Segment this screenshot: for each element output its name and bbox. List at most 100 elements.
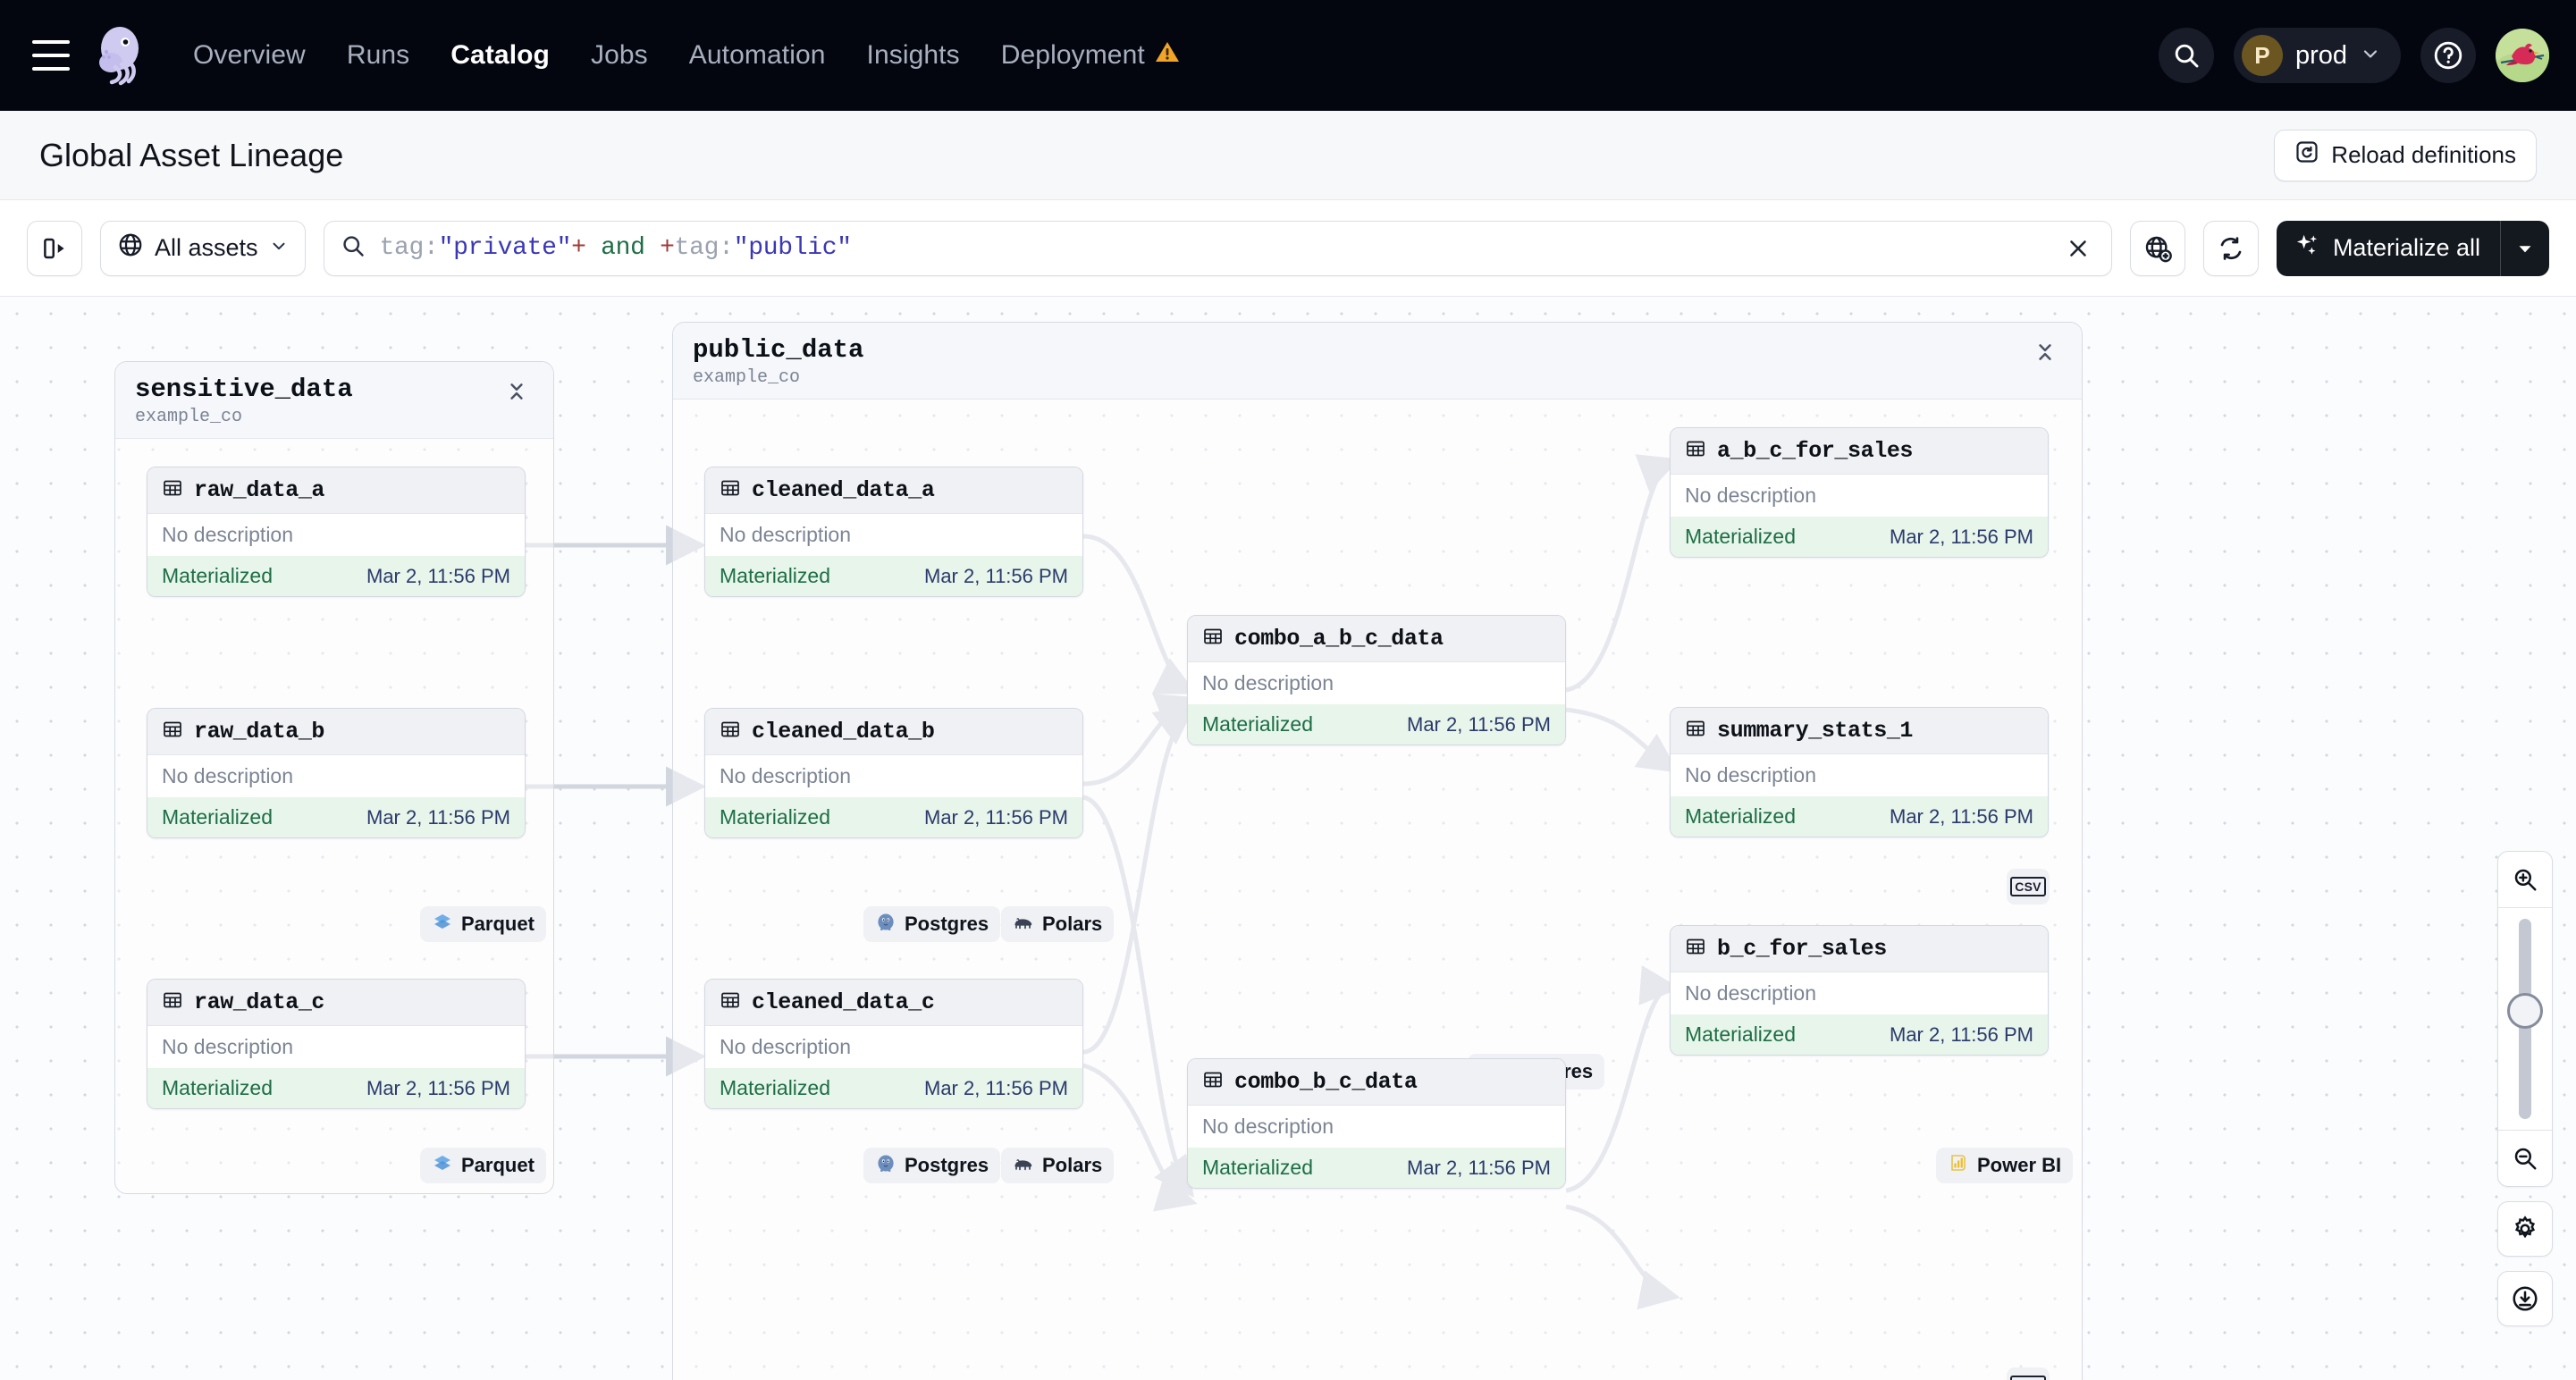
asset-node-combo-b-c-data[interactable]: combo_b_c_data No description Materializ…: [1187, 1058, 1566, 1189]
asset-search-field[interactable]: tag:"private"+ and +tag:"public": [323, 220, 2112, 276]
nav-link-jobs[interactable]: Jobs: [590, 40, 648, 70]
hamburger-icon[interactable]: [32, 40, 70, 71]
nav-link-automation[interactable]: Automation: [688, 40, 826, 70]
materialization-timestamp: Mar 2, 11:56 PM: [1890, 525, 2033, 548]
query-token-public: "public": [733, 234, 852, 262]
asset-group-header: public_data example_co: [673, 323, 2082, 400]
asset-node-raw-data-a[interactable]: raw_data_a No description Materialized M…: [147, 467, 526, 597]
search-icon[interactable]: [2158, 28, 2214, 83]
asset-node-b-c-for-sales[interactable]: b_c_for_sales No description Materialize…: [1670, 925, 2049, 1056]
query-token-plus-1: +: [571, 234, 586, 262]
help-circle-icon[interactable]: [2420, 28, 2476, 83]
parquet-icon: [432, 911, 453, 938]
asset-node-raw-data-b[interactable]: raw_data_b No description Materialized M…: [147, 708, 526, 838]
asset-node-raw-data-c[interactable]: raw_data_c No description Materialized M…: [147, 979, 526, 1109]
asset-node-title: raw_data_c: [194, 989, 325, 1015]
gear-icon[interactable]: [2497, 1201, 2553, 1257]
postgres-icon: [875, 911, 897, 938]
asset-node-cleaned-data-b[interactable]: cleaned_data_b No description Materializ…: [704, 708, 1083, 838]
polars-icon: [1013, 912, 1034, 937]
materialization-timestamp: Mar 2, 11:56 PM: [924, 1076, 1068, 1099]
nav-link-overview[interactable]: Overview: [193, 40, 306, 70]
globe-plus-icon[interactable]: [2129, 220, 2185, 276]
asset-node-status-row: Materialized Mar 2, 11:56 PM: [705, 1068, 1082, 1108]
integration-badge-postgres[interactable]: Postgres: [863, 906, 1001, 942]
integration-badge-powerbi[interactable]: Power BI: [1936, 1148, 2074, 1183]
nav-link-deployment[interactable]: Deployment: [1001, 39, 1181, 72]
integration-badge-postgres[interactable]: Postgres: [863, 1148, 1001, 1183]
asset-node-status-row: Materialized Mar 2, 11:56 PM: [1188, 1148, 1565, 1188]
dagster-logo[interactable]: [89, 23, 154, 88]
zoom-slider-thumb[interactable]: [2507, 993, 2543, 1029]
refresh-icon[interactable]: [2202, 220, 2259, 276]
nav-link-runs[interactable]: Runs: [346, 40, 410, 70]
deployment-selector[interactable]: P prod: [2233, 28, 2401, 83]
nav-link-catalog[interactable]: Catalog: [450, 40, 550, 70]
materialization-timestamp: Mar 2, 11:56 PM: [366, 1076, 510, 1099]
zoom-out-icon[interactable]: [2498, 1131, 2552, 1186]
asset-node-header: summary_stats_1: [1671, 708, 2048, 754]
integration-badge-label: Parquet: [461, 1154, 535, 1176]
close-icon[interactable]: [2058, 228, 2099, 269]
materialization-timestamp: Mar 2, 11:56 PM: [1407, 712, 1551, 736]
lineage-graph-canvas[interactable]: sensitive_data example_co public_data ex…: [0, 297, 2576, 1380]
zoom-controls[interactable]: [2497, 851, 2553, 1326]
asset-group-header: sensitive_data example_co: [115, 362, 553, 439]
asset-node-title: summary_stats_1: [1717, 718, 1914, 744]
integration-badge-polars[interactable]: Polars: [1001, 1148, 1115, 1183]
asset-search-query[interactable]: tag:"private"+ and +tag:"public": [380, 234, 852, 262]
panel-expand-icon[interactable]: [27, 220, 82, 276]
asset-node-cleaned-data-a[interactable]: cleaned_data_a No description Materializ…: [704, 467, 1083, 597]
nav-right-cluster: P prod: [2158, 0, 2549, 111]
materialization-timestamp: Mar 2, 11:56 PM: [924, 564, 1068, 587]
asset-node-header: raw_data_c: [147, 980, 525, 1026]
integration-badge-label: Postgres: [905, 1154, 989, 1176]
query-token-plus-2: +: [660, 234, 675, 262]
parquet-icon: [432, 1152, 453, 1179]
integration-badge-csv[interactable]: CSV: [2007, 869, 2050, 905]
status-badge: Materialized: [1685, 1022, 1796, 1046]
materialization-timestamp: Mar 2, 11:56 PM: [366, 564, 510, 587]
asset-node-status-row: Materialized Mar 2, 11:56 PM: [1671, 1014, 2048, 1055]
materialization-timestamp: Mar 2, 11:56 PM: [1890, 1022, 2033, 1046]
asset-node-header: cleaned_data_a: [705, 467, 1082, 514]
deployment-avatar: P: [2241, 35, 2283, 76]
asset-node-title: cleaned_data_a: [752, 477, 935, 503]
lineage-edges: [525, 454, 1680, 1310]
asset-node-title: b_c_for_sales: [1717, 936, 1887, 962]
asset-node-summary-stats-1[interactable]: summary_stats_1 No description Materiali…: [1670, 707, 2049, 837]
asset-node-description: No description: [147, 755, 525, 797]
integration-badge-parquet[interactable]: Parquet: [420, 906, 546, 942]
collapse-icon[interactable]: [2028, 335, 2062, 374]
integration-badge-parquet[interactable]: Parquet: [420, 1148, 546, 1183]
zoom-slider[interactable]: [2498, 908, 2552, 1130]
materialize-divider: [2500, 220, 2501, 276]
nav-link-insights[interactable]: Insights: [866, 40, 960, 70]
download-circle-icon[interactable]: [2497, 1271, 2553, 1326]
asset-node-title: combo_b_c_data: [1234, 1069, 1418, 1095]
materialize-all-main[interactable]: Materialize all: [2277, 221, 2500, 276]
asset-node-combo-a-b-c-data[interactable]: combo_a_b_c_data No description Material…: [1187, 615, 1566, 745]
status-badge: Materialized: [1685, 525, 1796, 548]
integration-badge-polars[interactable]: Polars: [1001, 906, 1115, 942]
asset-node-cleaned-data-c[interactable]: cleaned_data_c No description Materializ…: [704, 979, 1083, 1109]
powerbi-icon: [1948, 1152, 1969, 1179]
zoom-in-icon[interactable]: [2498, 852, 2552, 907]
table-icon: [1685, 438, 1706, 464]
integration-badge-label: Polars: [1042, 1154, 1103, 1176]
integration-badge-csv[interactable]: CSV: [2007, 1367, 2050, 1380]
zoom-slider-group[interactable]: [2497, 851, 2553, 1187]
chevron-down-icon: [269, 234, 289, 262]
reload-definitions-button[interactable]: Reload definitions: [2274, 129, 2537, 181]
asset-scope-selector[interactable]: All assets: [100, 220, 306, 276]
asset-node-status-row: Materialized Mar 2, 11:56 PM: [147, 797, 525, 837]
asset-node-header: combo_b_c_data: [1188, 1059, 1565, 1106]
materialize-all-button[interactable]: Materialize all: [2276, 220, 2549, 276]
asset-node-status-row: Materialized Mar 2, 11:56 PM: [1671, 517, 2048, 557]
asset-node-a-b-c-for-sales[interactable]: a_b_c_for_sales No description Materiali…: [1670, 427, 2049, 558]
table-icon: [1202, 626, 1224, 652]
materialize-dropdown-toggle[interactable]: [2501, 221, 2549, 276]
user-avatar[interactable]: [2496, 29, 2549, 82]
top-navigation-bar: Overview Runs Catalog Jobs Automation In…: [0, 0, 2576, 111]
collapse-icon[interactable]: [500, 374, 534, 413]
